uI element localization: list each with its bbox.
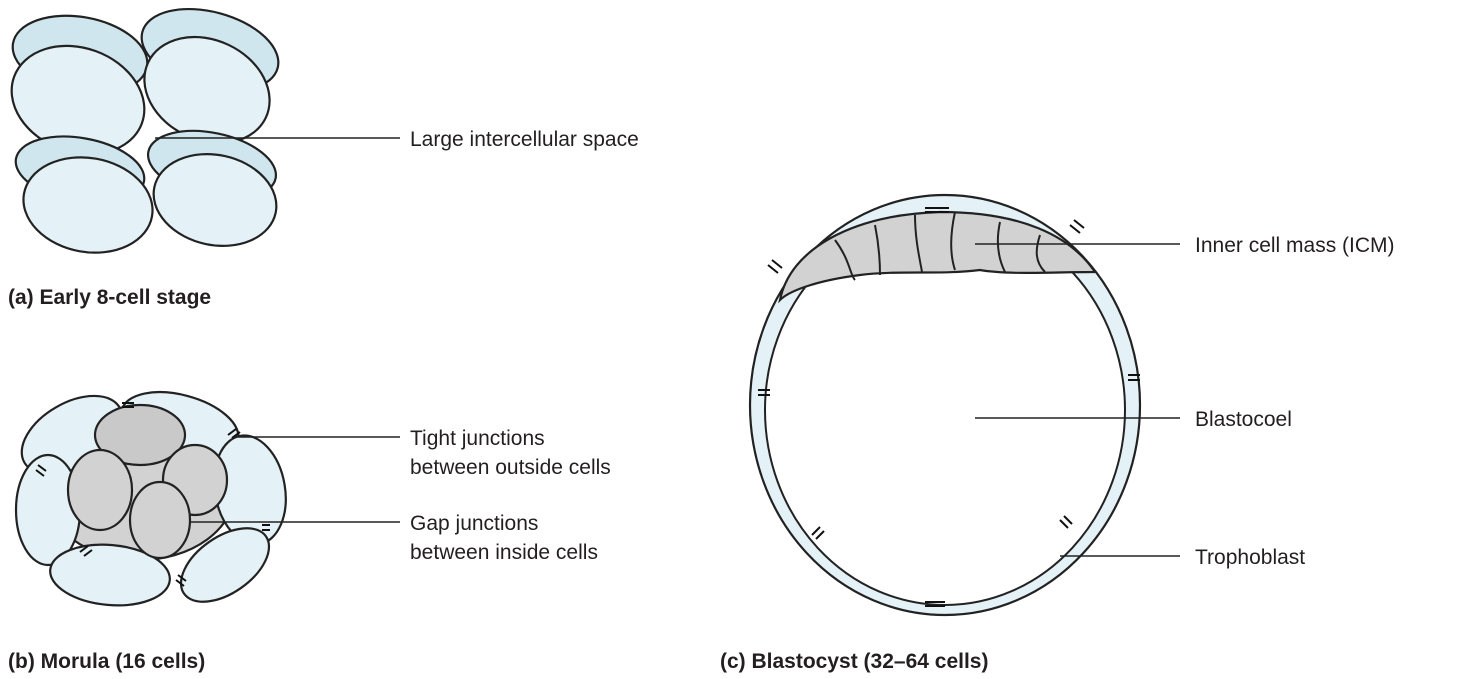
- label-blastocoel: Blastocoel: [1195, 408, 1292, 431]
- caption-c: (c) Blastocyst (32–64 cells): [720, 650, 988, 673]
- label-tight-junctions-line2: between outside cells: [410, 456, 611, 479]
- caption-b: (b) Morula (16 cells): [8, 650, 205, 673]
- label-large-intercellular-space: Large intercellular space: [410, 128, 639, 151]
- label-gap-junctions-line2: between inside cells: [410, 541, 598, 564]
- blastocyst-illustration: [748, 193, 1142, 617]
- label-tight-junctions-line1: Tight junctions: [410, 427, 545, 450]
- caption-a: (a) Early 8-cell stage: [8, 286, 211, 309]
- morula-illustration: [14, 391, 287, 607]
- eight-cell-illustration: [10, 7, 280, 254]
- label-trophoblast: Trophoblast: [1195, 546, 1305, 569]
- label-gap-junctions-line1: Gap junctions: [410, 512, 538, 535]
- label-inner-cell-mass: Inner cell mass (ICM): [1195, 234, 1395, 257]
